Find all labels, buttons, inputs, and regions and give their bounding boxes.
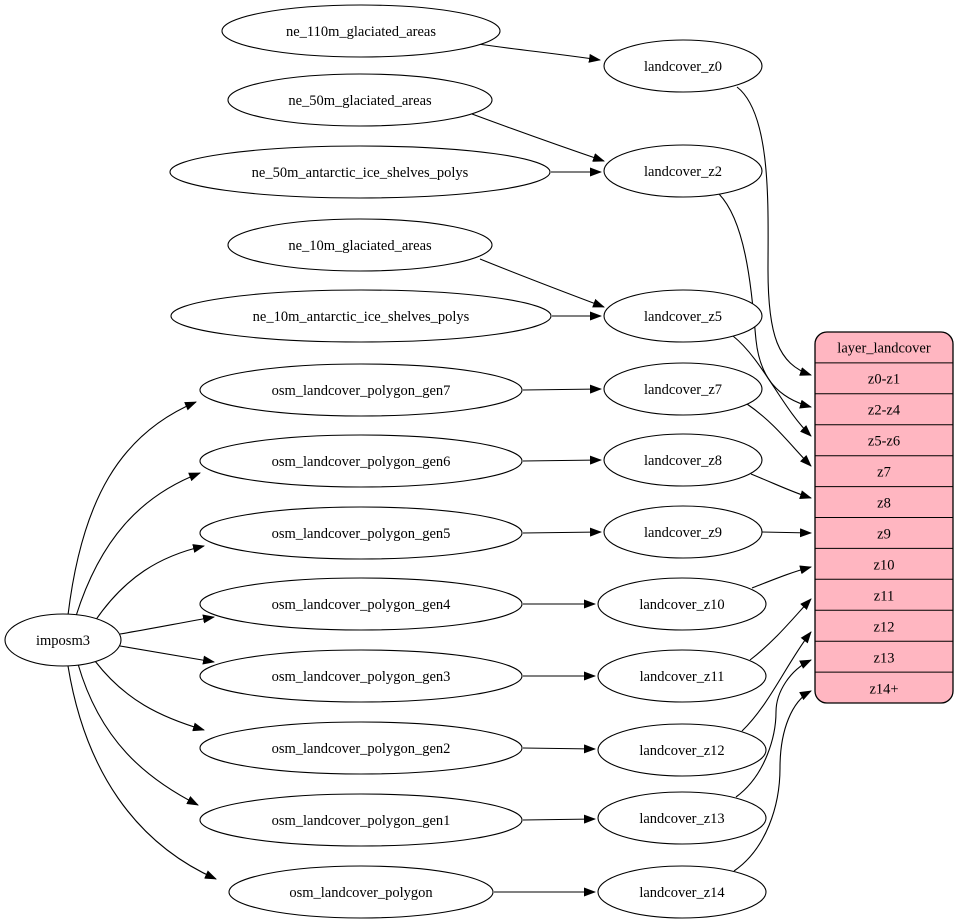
edge-z5-row-z5-z6 xyxy=(732,335,812,437)
edge-ne110-z0 xyxy=(477,43,601,63)
table-title: layer_landcover xyxy=(837,341,931,357)
edge-z9-row-z9 xyxy=(761,528,812,538)
node-landcover-z5-label: landcover_z5 xyxy=(644,309,722,325)
edge-z7-row-z7 xyxy=(746,403,812,467)
edge-imposm3-gen3 xyxy=(119,645,215,665)
edges-imposm3 xyxy=(67,401,217,880)
node-landcover-z2 xyxy=(603,144,763,198)
node-ne50m-glaciated-areas xyxy=(227,73,493,127)
node-imposm3 xyxy=(4,613,122,667)
node-landcover-z10-label: landcover_z10 xyxy=(639,597,724,613)
node-osm-polygon-gen7-label: osm_landcover_polygon_gen7 xyxy=(272,383,451,399)
table-row-z5-z6: z5-z6 xyxy=(868,434,900,450)
edge-imposm3-gen6 xyxy=(75,472,201,617)
edge-gen5-z9 xyxy=(522,527,602,537)
node-landcover-z7-label: landcover_z7 xyxy=(644,382,722,398)
table-row-z13: z13 xyxy=(874,651,895,667)
table-row-z9: z9 xyxy=(877,527,891,543)
edge-z13-row-z13 xyxy=(735,659,812,798)
edge-z14-row-z14plus xyxy=(733,690,812,872)
node-landcover-z13 xyxy=(597,791,767,845)
node-landcover-z9 xyxy=(603,505,763,559)
node-osm-polygon-gen6 xyxy=(199,434,523,488)
table-row-z12: z12 xyxy=(874,620,895,636)
edge-imposm3-gen2 xyxy=(94,660,205,732)
edge-imposm3-gen5 xyxy=(94,544,205,622)
node-osm-polygon-gen4 xyxy=(199,577,523,631)
edge-gen1-z13 xyxy=(522,814,596,824)
node-landcover-z0-label: landcover_z0 xyxy=(644,59,722,75)
node-landcover-z7 xyxy=(603,362,763,416)
node-ne110m-glaciated-areas-label: ne_110m_glaciated_areas xyxy=(286,24,436,40)
node-ne10m-antarctic-ice-shelves xyxy=(170,289,552,343)
edges-to-layer-table xyxy=(718,86,812,872)
table-row-z8: z8 xyxy=(877,496,891,512)
node-osm-polygon-gen6-label: osm_landcover_polygon_gen6 xyxy=(272,454,451,470)
edge-gen7-z7 xyxy=(522,384,602,394)
node-osm-polygon-gen4-label: osm_landcover_polygon_gen4 xyxy=(272,597,452,613)
edge-z8-row-z8 xyxy=(750,473,812,499)
diagram-nodes: imposm3 ne_110m_glaciated_areas ne_50m_g… xyxy=(4,4,767,919)
table-row-z14plus: z14+ xyxy=(869,682,898,698)
node-landcover-z10 xyxy=(597,577,767,631)
table-row-z2-z4: z2-z4 xyxy=(868,403,901,419)
node-ne10m-antarctic-ice-shelves-label: ne_10m_antarctic_ice_shelves_polys xyxy=(253,309,470,325)
node-osm-polygon-gen7 xyxy=(199,363,523,417)
node-ne50m-glaciated-areas-label: ne_50m_glaciated_areas xyxy=(288,93,432,109)
layer-landcover-table: layer_landcover z0-z1 z2-z4 z5-z6 z7 z8 … xyxy=(814,331,954,704)
node-landcover-z13-label: landcover_z13 xyxy=(639,811,724,827)
edge-imposm3-poly xyxy=(67,665,217,880)
node-landcover-z8 xyxy=(603,433,763,487)
table-row-z10: z10 xyxy=(874,558,895,574)
edge-z12-row-z12 xyxy=(741,631,812,732)
node-landcover-z0 xyxy=(603,39,763,93)
edges-sources xyxy=(471,43,605,897)
node-landcover-z12-label: landcover_z12 xyxy=(639,743,724,759)
node-landcover-z12 xyxy=(597,723,767,777)
node-osm-polygon-label: osm_landcover_polygon xyxy=(289,885,433,901)
edge-z10-row-z10 xyxy=(751,565,812,589)
table-row-z7: z7 xyxy=(877,465,891,481)
node-landcover-z5 xyxy=(603,289,763,343)
node-osm-polygon-gen2-label: osm_landcover_polygon_gen2 xyxy=(272,741,451,757)
node-osm-polygon-gen3 xyxy=(199,649,523,703)
edge-gen2-z12 xyxy=(522,744,596,754)
node-landcover-z14 xyxy=(597,865,767,919)
node-osm-polygon-gen5-label: osm_landcover_polygon_gen5 xyxy=(272,526,451,542)
edge-imposm3-gen4 xyxy=(119,614,215,635)
edge-z2-row-z2-z4 xyxy=(718,193,812,409)
node-landcover-z14-label: landcover_z14 xyxy=(639,885,725,901)
node-ne50m-antarctic-ice-shelves-label: ne_50m_antarctic_ice_shelves_polys xyxy=(252,165,469,181)
node-ne110m-glaciated-areas xyxy=(221,4,501,58)
table-row-z11: z11 xyxy=(874,589,894,605)
edge-imposm3-gen7 xyxy=(67,401,197,616)
edge-imposm3-gen1 xyxy=(77,663,199,806)
node-landcover-z11 xyxy=(597,649,767,703)
node-osm-polygon-gen1 xyxy=(199,793,523,847)
node-landcover-z9-label: landcover_z9 xyxy=(644,525,722,541)
edge-ne50g-z2 xyxy=(471,113,605,162)
node-osm-polygon xyxy=(228,865,494,919)
node-osm-polygon-gen5 xyxy=(199,506,523,560)
node-osm-polygon-gen2 xyxy=(199,721,523,775)
node-landcover-z11-label: landcover_z11 xyxy=(640,669,725,685)
edge-z11-row-z11 xyxy=(749,598,812,661)
edge-ne10g-z5 xyxy=(479,258,605,308)
table-row-z0-z1: z0-z1 xyxy=(868,372,900,388)
node-ne10m-glaciated-areas-label: ne_10m_glaciated_areas xyxy=(288,238,432,254)
node-osm-polygon-gen1-label: osm_landcover_polygon_gen1 xyxy=(272,813,451,829)
node-landcover-z8-label: landcover_z8 xyxy=(644,453,722,469)
edge-z0-row-z0-z1 xyxy=(736,86,812,376)
edge-gen6-z8 xyxy=(522,455,602,465)
node-ne10m-glaciated-areas xyxy=(227,218,493,272)
node-osm-polygon-gen3-label: osm_landcover_polygon_gen3 xyxy=(272,669,451,685)
node-landcover-z2-label: landcover_z2 xyxy=(644,164,722,180)
node-ne50m-antarctic-ice-shelves xyxy=(169,145,551,199)
node-imposm3-label: imposm3 xyxy=(36,633,90,649)
